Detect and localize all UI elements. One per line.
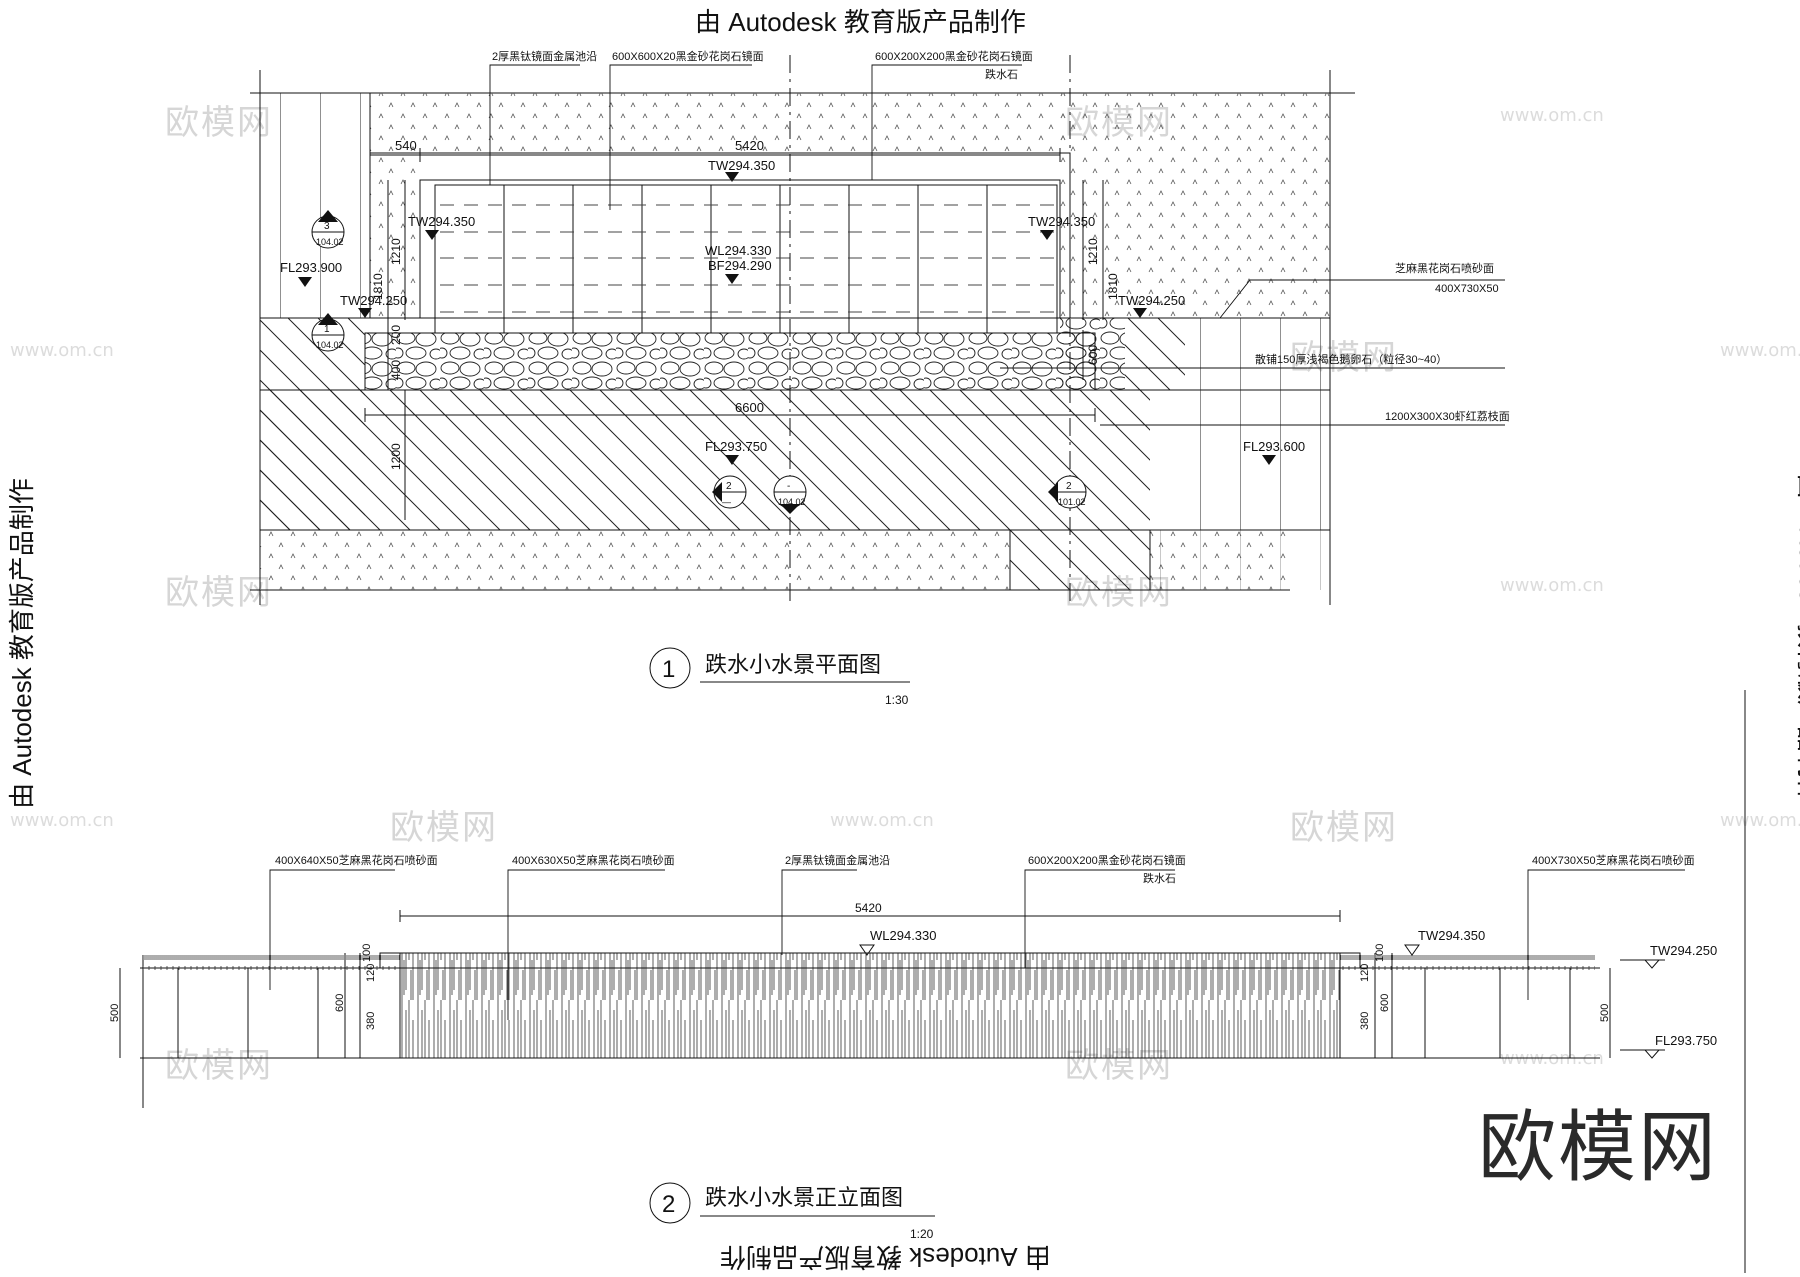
elev-callout-metal-edge: 2厚黑钛镜面金属池沿 (785, 853, 890, 867)
elevation-view: 5420 500 600 120 380 100 120 380 600 100… (109, 853, 1717, 1241)
callout-falling-stone: 跌水石 (985, 67, 1018, 81)
dim-1810-right: 1810 (1106, 273, 1120, 300)
dim-5420: 5420 (735, 138, 764, 153)
section-1: 1 (324, 324, 330, 335)
elev-dim-500-right: 500 (1599, 1004, 1611, 1022)
section-3-ref: 104.02 (316, 237, 344, 247)
site-watermark-url: www.om.cn (1720, 340, 1800, 361)
elev-dim-600-right: 600 (1379, 994, 1391, 1012)
elev-dim-100-right: 100 (1374, 944, 1386, 962)
section-dash: - (787, 481, 790, 492)
elev-callout-falling-stone: 跌水石 (1143, 871, 1176, 885)
dim-1810-left: 1810 (371, 273, 385, 300)
callout-metal-edge: 2厚黑钛镜面金属池沿 (492, 49, 597, 63)
elev-dim-500-left: 500 (109, 1004, 121, 1022)
elev-callout-400x630: 400X630X50芝麻黑花岗石喷砂面 (512, 853, 675, 867)
callout-sesame-granite: 芝麻黑花岗石喷砂面 (1395, 261, 1494, 275)
level-tw-left-low: TW294.250 (340, 293, 407, 308)
site-watermark-url: www.om.cn (830, 810, 934, 831)
callout-granite-600x200: 600X200X200黑金砂花岗石镜面 (875, 49, 1033, 63)
dim-540: 540 (395, 138, 417, 153)
elev-callout-600x200: 600X200X200黑金砂花岗石镜面 (1028, 853, 1186, 867)
level-fl-center: FL293.750 (705, 439, 767, 454)
section-1-ref: 104.02 (316, 340, 344, 350)
level-tw-top: TW294.350 (708, 158, 775, 173)
dim-1210-left: 1210 (389, 238, 403, 265)
elev-dim-120-left: 120 (365, 964, 377, 982)
elevation-number: 2 (662, 1191, 675, 1218)
site-watermark: 欧模网 (1290, 808, 1398, 848)
autodesk-stamp-top: 由 Autodesk 教育版产品制作 (695, 7, 1026, 37)
dim-200: 200 (389, 325, 403, 345)
section-3: 3 (324, 221, 330, 232)
section-2b-ref: 101.02 (1058, 497, 1086, 507)
dim-1200: 1200 (389, 443, 403, 470)
plan-number: 1 (662, 656, 675, 683)
callout-pebbles: 散铺150厚浅褐色鹅卵石（粒径30~40） (1255, 352, 1447, 366)
elevation-scale: 1:20 (910, 1227, 934, 1241)
callout-granite-600x600: 600X600X20黑金砂花岗石镜面 (612, 49, 764, 63)
elev-level-tw-right: TW294.250 (1650, 943, 1717, 958)
section-2b: 2 (1066, 481, 1072, 492)
level-tw-right-low: TW294.250 (1118, 293, 1185, 308)
elev-callout-400x730: 400X730X50芝麻黑花岗石喷砂面 (1532, 853, 1695, 867)
elev-dim-120-right: 120 (1359, 964, 1371, 982)
site-watermark: 欧模网 (165, 573, 273, 613)
callout-red-paving: 1200X300X30虾红荔枝面 (1385, 409, 1510, 423)
dim-400: 400 (389, 360, 403, 380)
dim-6600: 6600 (735, 400, 764, 415)
callout-size-400x730: 400X730X50 (1435, 283, 1499, 295)
site-watermark-url: www.om.cn (1500, 575, 1604, 596)
level-tw-left: TW294.350 (408, 214, 475, 229)
site-logo: 欧模网 (1478, 1103, 1719, 1193)
section-dash-ref: 104.02 (778, 497, 806, 507)
elev-dim-100-left: 100 (361, 944, 373, 962)
elev-level-tw: TW294.350 (1418, 928, 1485, 943)
plan-scale: 1:30 (885, 693, 909, 707)
elevation-title: 跌水小水景正立面图 (705, 1185, 903, 1210)
elev-level-fl-right: FL293.750 (1655, 1033, 1717, 1048)
level-fl-left: FL293.900 (280, 260, 342, 275)
site-watermark: 欧模网 (165, 103, 273, 143)
site-watermark: 欧模网 (165, 1046, 273, 1086)
site-watermark-url: www.om.cn (1720, 810, 1800, 831)
elev-dim-600-left: 600 (334, 994, 346, 1012)
elev-dim-5420: 5420 (855, 901, 882, 915)
site-watermark-url: www.om.cn (1500, 105, 1604, 126)
dim-600: 600 (1086, 345, 1100, 365)
elev-dim-380-left: 380 (365, 1012, 377, 1030)
site-watermark: 欧模网 (390, 808, 498, 848)
dim-1210-right: 1210 (1086, 238, 1100, 265)
level-tw-right: TW294.350 (1028, 214, 1095, 229)
level-wl: WL294.330 (705, 243, 772, 258)
site-watermark-url: www.om.cn (10, 810, 114, 831)
plan-view: 540 5420 6600 1210 1810 200 400 1200 121… (250, 49, 1510, 707)
level-fl-right: FL293.600 (1243, 439, 1305, 454)
elev-level-wl: WL294.330 (870, 928, 937, 943)
elev-dim-380-right: 380 (1359, 1012, 1371, 1030)
section-2a-ref: — (722, 497, 731, 507)
section-2a: 2 (726, 481, 732, 492)
site-watermark-url: www.om.cn (10, 340, 114, 361)
level-bf: BF294.290 (708, 258, 772, 273)
plan-title: 跌水小水景平面图 (705, 652, 881, 677)
elev-callout-400x640: 400X640X50芝麻黑花岗石喷砂面 (275, 853, 438, 867)
